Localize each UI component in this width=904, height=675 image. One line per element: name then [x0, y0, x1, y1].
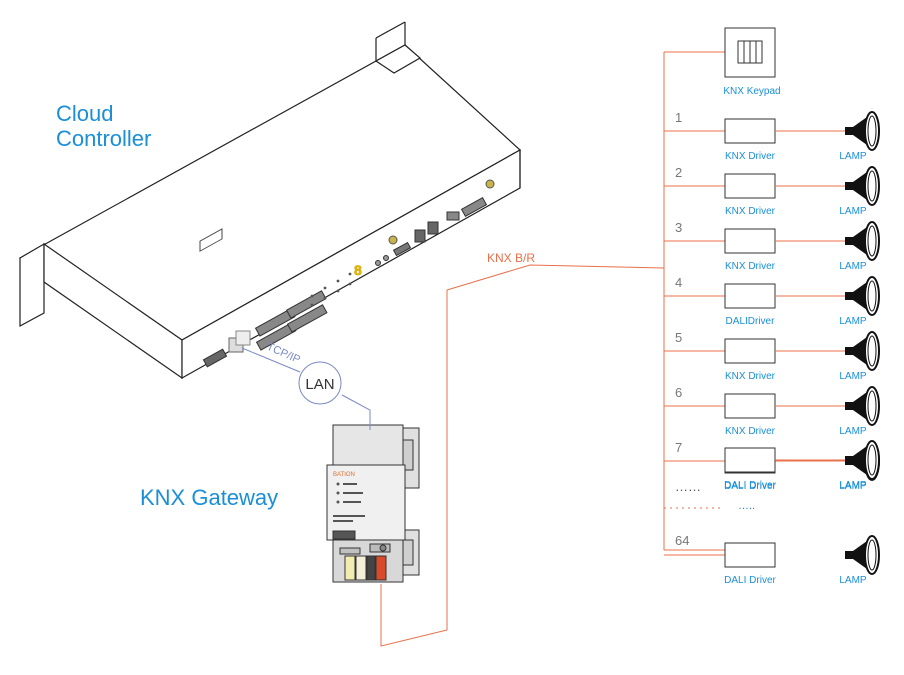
gateway-brand-text: BATION [333, 472, 355, 478]
lamp-icon [845, 221, 880, 261]
lamp-icon [845, 535, 880, 575]
lamp-icon [845, 166, 880, 206]
title-line-1: Cloud [56, 101, 113, 126]
lan-connection [241, 347, 371, 430]
driver-box [724, 338, 776, 364]
driver-label: DALI Driver [724, 480, 776, 491]
lamp-label: LAMP [839, 480, 867, 491]
keypad-label: KNX Keypad [723, 86, 780, 97]
lamp-icon [845, 111, 880, 151]
channel-number: 3 [675, 220, 682, 235]
driver-box [724, 283, 776, 309]
ellipsis-mid: ….. [738, 500, 755, 512]
channel-number: 7 [675, 440, 682, 455]
channel-row: DALI Driver LAMP [724, 440, 880, 491]
driver-box [724, 173, 776, 199]
driver-box [724, 228, 776, 254]
channel-number: 1 [675, 110, 682, 125]
channel-number: 4 [675, 275, 682, 290]
knx-bus-line [380, 51, 725, 647]
lamp-label: LAMP [839, 575, 867, 586]
lamp-icon [845, 386, 880, 426]
cloud-controller-title: Cloud Controller [56, 101, 151, 151]
svg-text:8: 8 [354, 262, 362, 278]
driver-label: KNX Driver [725, 151, 776, 162]
driver-box [724, 393, 776, 419]
lamp-label: LAMP [839, 316, 867, 327]
knx-keypad [724, 27, 776, 78]
channel-number: 2 [675, 165, 682, 180]
ellipsis-left: …… [675, 479, 701, 494]
driver-box [724, 118, 776, 144]
driver-label: KNX Driver [725, 426, 776, 437]
driver-box [724, 447, 776, 473]
driver-label: DALIDriver [726, 316, 776, 327]
driver-label: DALI Driver [724, 575, 776, 586]
lamp-label: LAMP [839, 261, 867, 272]
lamp-icon [845, 331, 880, 371]
driver-label: KNX Driver [725, 371, 776, 382]
lamp-icon [845, 440, 880, 480]
lamp-icon [845, 276, 880, 316]
lan-label: LAN [305, 376, 334, 393]
controller-front-panel: 8 [199, 179, 495, 368]
bus-label: KNX B/R [487, 251, 535, 265]
driver-label: KNX Driver [725, 206, 776, 217]
channel-number: 64 [675, 533, 689, 548]
driver-label: KNX Driver [725, 261, 776, 272]
channel-number: 6 [675, 385, 682, 400]
driver-box [724, 542, 776, 568]
lamp-label: LAMP [839, 426, 867, 437]
knx-gateway-title: KNX Gateway [140, 485, 278, 510]
channel-number: 5 [675, 330, 682, 345]
lamp-label: LAMP [839, 371, 867, 382]
lamp-label: LAMP [839, 481, 867, 492]
title-line-2: Controller [56, 126, 151, 151]
driver-label: DALI Driver [724, 481, 776, 492]
lamp-label: LAMP [839, 151, 867, 162]
knx-gateway-device: BATION [326, 424, 420, 583]
cloud-controller-device [18, 21, 522, 380]
lan-node-circle [298, 361, 342, 405]
lamp-label: LAMP [839, 206, 867, 217]
tcpip-label: TCP/IP [265, 341, 302, 366]
